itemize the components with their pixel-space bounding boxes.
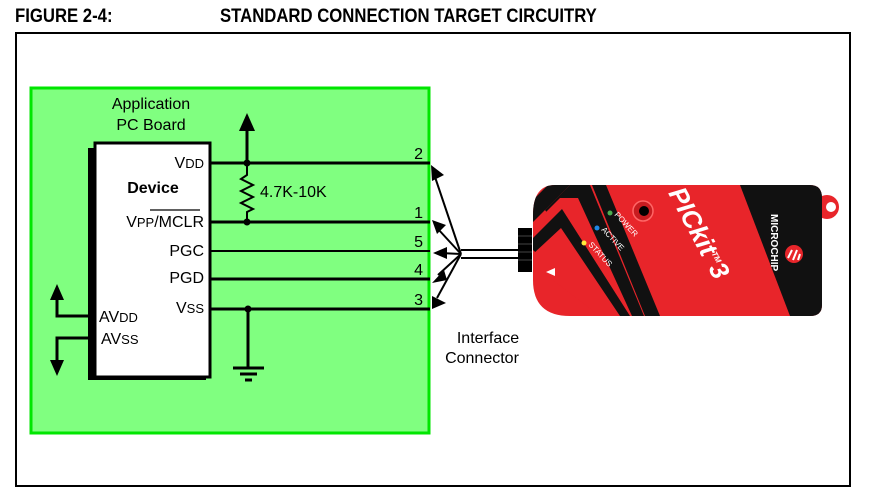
connector-cable	[461, 249, 521, 259]
vdd-arrowhead	[239, 113, 255, 131]
pin-label-pgd: PGD	[169, 270, 204, 287]
board-label-line2: PC Board	[116, 117, 185, 134]
led-status	[581, 240, 587, 246]
figure-frame	[15, 32, 851, 487]
connector-label-line2: Connector	[445, 350, 519, 367]
pickit3-programmer: POWER ACTIVE STATUS PICkitTM3 MICROCHIP	[518, 182, 839, 316]
pin-number-4: 4	[414, 262, 423, 279]
led-power	[607, 210, 613, 216]
programmer-header	[518, 228, 532, 272]
resistor-label: 4.7K-10K	[260, 184, 327, 201]
board-label-line1: Application	[112, 96, 190, 113]
avss-arrowhead	[50, 360, 64, 376]
avdd-arrowhead	[50, 284, 64, 300]
stripe-3	[592, 185, 660, 316]
pullup-resistor	[238, 163, 256, 222]
led-active	[594, 225, 600, 231]
junction-vpp	[243, 218, 251, 226]
pin-number-5: 5	[414, 234, 423, 251]
connector-label-line1: Interface	[457, 330, 519, 347]
pin-label-pgc: PGC	[169, 243, 204, 260]
pin1-indicator	[546, 268, 555, 276]
pin-label-vpp-mclr: VPP/MCLR	[126, 214, 204, 231]
pin-number-3: 3	[414, 292, 423, 309]
junction-vdd	[243, 159, 251, 167]
pin-label-avss: AVSS	[101, 331, 139, 348]
pin-label-vdd: VDD	[175, 155, 204, 172]
avss-ground-arrow	[55, 336, 88, 362]
connector-arrowheads	[431, 165, 447, 309]
device-name: Device	[127, 180, 179, 197]
brand-band	[740, 185, 822, 316]
junction-vss	[244, 305, 252, 313]
figure-title: STANDARD CONNECTION TARGET CIRCUITRY	[220, 6, 597, 27]
pin-number-1: 1	[414, 205, 423, 222]
microchip-logo	[785, 245, 803, 263]
avdd-supply-arrow	[55, 298, 88, 318]
device-box	[93, 141, 212, 379]
brand-name: MICROCHIP	[768, 214, 779, 272]
connector-fanout	[434, 176, 462, 299]
pin-label-avdd: AVDD	[99, 309, 138, 326]
pin-number-2: 2	[414, 146, 423, 163]
pin-label-vss: VSS	[176, 300, 204, 317]
figure-label: FIGURE 2-4:	[15, 6, 113, 27]
